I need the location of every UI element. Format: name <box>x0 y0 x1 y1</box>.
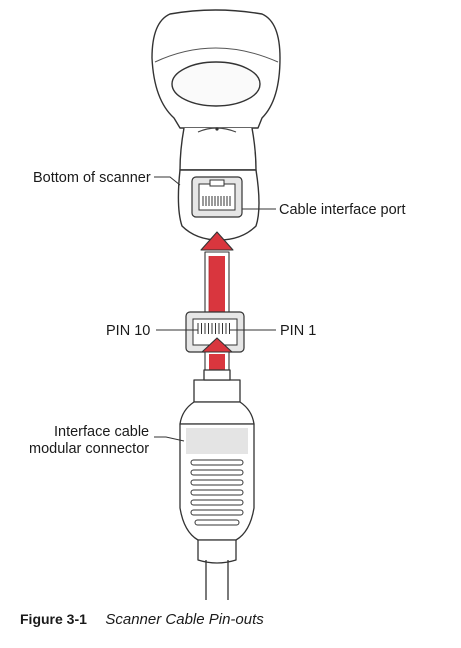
leader-interface-cable <box>154 436 185 442</box>
label-pin-10: PIN 10 <box>106 323 150 339</box>
label-interface-cable-line2: modular connector <box>29 441 149 457</box>
grip-ridges <box>190 459 244 526</box>
label-pin-1: PIN 1 <box>280 323 316 339</box>
indicator-dot <box>215 127 219 131</box>
upper-insert-arrow <box>200 231 234 319</box>
cable-interface-port <box>191 176 243 218</box>
leader-lines <box>154 176 276 442</box>
grip-panel <box>186 428 248 454</box>
figure-title: Scanner Cable Pin-outs <box>105 611 264 628</box>
figure-number: Figure 3-1 <box>20 611 87 627</box>
scanner-cable-diagram: Bottom of scanner Cable interface port P… <box>29 9 406 600</box>
label-interface-cable-line1: Interface cable <box>54 424 149 440</box>
label-bottom-of-scanner: Bottom of scanner <box>33 170 151 186</box>
rj-plug <box>185 311 245 353</box>
label-cable-interface-port: Cable interface port <box>279 202 406 218</box>
figure-caption: Figure 3-1 Scanner Cable Pin-outs <box>20 611 264 629</box>
leader-bottom-of-scanner <box>154 176 181 186</box>
